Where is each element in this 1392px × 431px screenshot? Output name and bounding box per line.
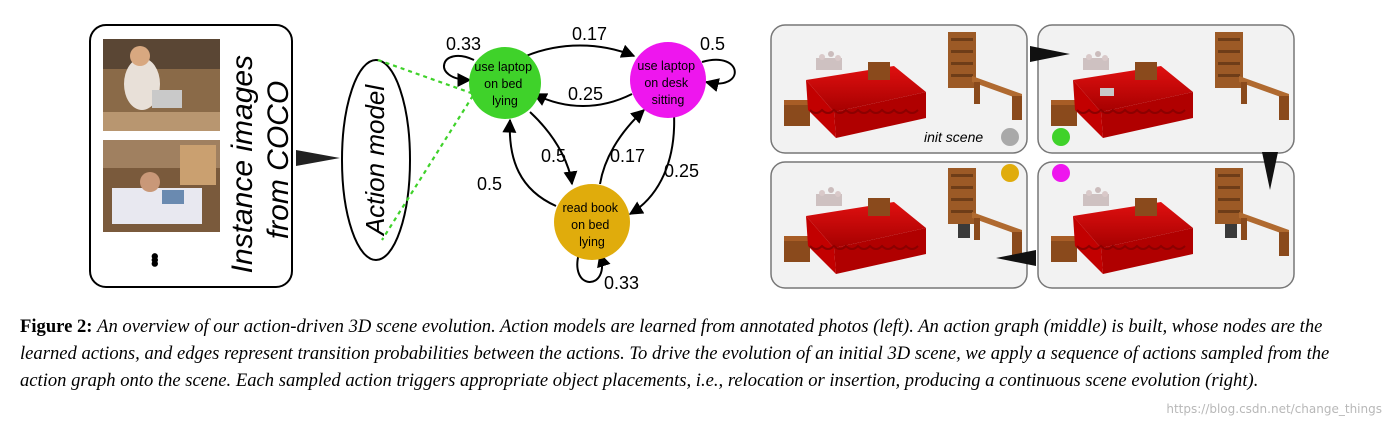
figure-illustration: ••• Instance images from COCO Action mod… [89, 24, 1295, 293]
action-model-node: Action model [341, 59, 411, 261]
scene-panel-step2 [770, 161, 1028, 289]
scene-panel-init: init scene [770, 24, 1028, 154]
edge-label-bed-book: 0.5 [541, 146, 566, 166]
edge-desk-to-bed [532, 93, 633, 107]
edge-label-desk-self: 0.5 [700, 34, 725, 54]
scene-panel-step3 [1037, 161, 1295, 289]
edge-book-to-bed [502, 118, 557, 207]
action-graph: 0.33 0.5 0.33 0.17 0.25 0.5 0.5 0.17 0.2… [443, 24, 736, 293]
edge-label-bed-self: 0.33 [446, 34, 481, 54]
coco-photo-1 [103, 39, 220, 131]
node-laptop-desk: use laptop on desk sitting [630, 42, 706, 118]
scene-evolution: init scene [770, 24, 1295, 289]
edge-label-book-desk: 0.17 [610, 146, 645, 166]
figure-caption: Figure 2: An overview of our action-driv… [20, 313, 1372, 394]
edge-desk-to-book [628, 113, 676, 215]
action-model-connector [377, 58, 476, 241]
edge-laptop-desk-self [701, 59, 736, 92]
arrow-to-action-model-icon [296, 150, 340, 166]
edge-label-desk-bed: 0.25 [568, 84, 603, 104]
init-scene-label: init scene [924, 129, 983, 145]
instance-images-label: Instance images from COCO [226, 47, 295, 274]
svg-text:use laptop on desk: use laptop on desk sitting [637, 59, 698, 107]
node-laptop-bed: use laptop on bed lying [469, 47, 541, 119]
step3-marker [1052, 164, 1070, 182]
scene-panel-step1 [1037, 24, 1295, 154]
more-images-ellipsis: ••• [142, 253, 167, 267]
edge-book-to-desk [599, 109, 646, 185]
transition-arrow-1-icon [1030, 46, 1070, 62]
edge-bed-to-desk [525, 44, 636, 58]
watermark: https://blog.csdn.net/change_things [1166, 402, 1382, 416]
transition-arrow-3-icon [996, 250, 1036, 266]
edge-label-desk-book: 0.25 [664, 161, 699, 181]
action-model-label: Action model [360, 84, 390, 238]
step2-marker [1001, 164, 1019, 182]
transition-arrow-2-icon [1262, 152, 1278, 190]
edge-label-book-self: 0.33 [604, 273, 639, 293]
edge-label-bed-desk: 0.17 [572, 24, 607, 44]
edge-read-book-self [576, 249, 611, 283]
coco-photo-2 [103, 140, 220, 232]
svg-text:read book on bed: read book on bed lying [562, 201, 621, 249]
edge-bed-to-book [529, 111, 578, 186]
edge-laptop-bed-self [443, 54, 475, 87]
svg-text:use laptop on bed: use laptop on bed lying [474, 60, 535, 108]
edge-label-book-bed: 0.5 [477, 174, 502, 194]
caption-label: Figure 2: [20, 316, 93, 337]
instance-images-panel: ••• Instance images from COCO [89, 24, 295, 288]
step1-marker [1052, 128, 1070, 146]
caption-text: An overview of our action-driven 3D scen… [20, 316, 1330, 391]
init-scene-marker [1001, 128, 1019, 146]
node-read-book: read book on bed lying [554, 184, 630, 260]
